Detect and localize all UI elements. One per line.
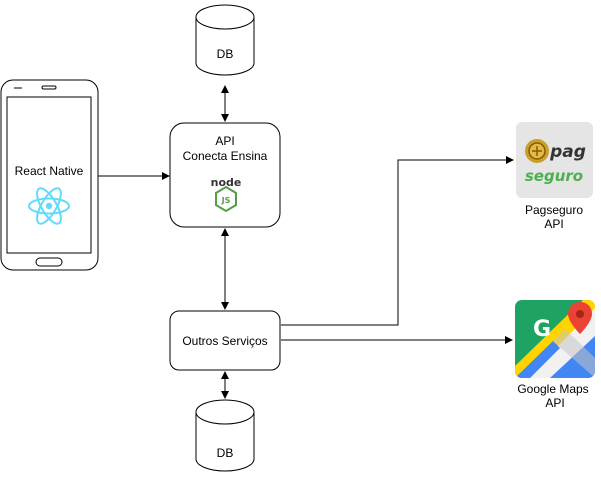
api-title: API	[215, 134, 234, 148]
react-icon	[28, 187, 70, 225]
pagseguro-sublabel: API	[544, 217, 563, 231]
nodejs-badge: JS	[221, 196, 231, 205]
pagseguro-logo: pag seguro	[516, 122, 593, 198]
pagseguro-node[interactable]: pag seguro Pagseguro API	[516, 122, 593, 231]
pagseguro-logo-top: pag	[549, 142, 586, 162]
nodejs-wordmark: node	[211, 176, 242, 189]
react-native-device[interactable]: React Native	[0, 79, 99, 271]
db-top-label: DB	[217, 47, 234, 61]
api-subtitle: Conecta Ensina	[183, 149, 268, 163]
db-bottom[interactable]: DB	[195, 399, 255, 472]
db-top[interactable]: DB	[195, 4, 255, 76]
outros-servicos-label: Outros Serviços	[182, 334, 267, 348]
nodejs-icon: node JS	[211, 176, 242, 213]
pagseguro-label: Pagseguro	[525, 203, 583, 217]
db-bottom-label: DB	[217, 446, 234, 460]
react-native-label: React Native	[15, 164, 84, 178]
google-maps-sublabel: API	[545, 396, 564, 410]
outros-servicos-node[interactable]: Outros Serviços	[169, 310, 281, 371]
api-node[interactable]: API Conecta Ensina node JS	[169, 122, 281, 228]
connectors	[98, 85, 514, 399]
edge-outros-pagseguro	[281, 156, 514, 326]
pagseguro-logo-bottom: seguro	[525, 167, 583, 185]
google-maps-node[interactable]: G Google Maps API	[515, 300, 595, 410]
google-maps-letter: G	[533, 317, 551, 342]
google-maps-label: Google Maps	[517, 382, 588, 396]
google-maps-icon: G	[515, 300, 595, 378]
